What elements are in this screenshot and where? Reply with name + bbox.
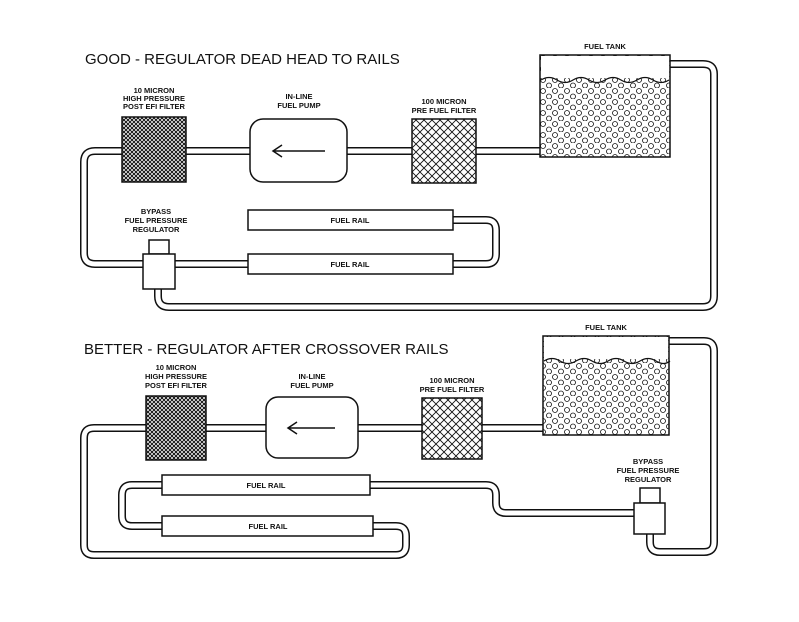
regulator-label-1: BYPASS	[141, 207, 171, 216]
good-regulator: BYPASS FUEL PRESSURE REGULATOR	[125, 207, 188, 290]
rail-label: FUEL RAIL	[248, 522, 287, 531]
post-filter-label-3: POST EFI FILTER	[145, 381, 208, 390]
fuel-tank-headspace	[541, 56, 669, 78]
regulator-body	[142, 253, 176, 290]
good-fuel-rail-bottom: FUEL RAIL	[247, 253, 454, 275]
fuel-tank-headspace	[544, 337, 668, 359]
pre-filter-label-2: PRE FUEL FILTER	[412, 106, 477, 115]
flow-arrow-icon	[271, 144, 325, 158]
diagram-good: GOOD - REGULATOR DEAD HEAD TO RAILS FUEL…	[80, 42, 718, 311]
post-filter-label-1: 10 MICRON	[156, 363, 197, 372]
pump-label-1: IN-LINE	[285, 92, 312, 101]
good-pre-filter: 100 MICRON PRE FUEL FILTER	[411, 97, 477, 184]
regulator-cap	[639, 487, 661, 504]
pre-filter-label-1: 100 MICRON	[421, 97, 466, 106]
diagram-good-title: GOOD - REGULATOR DEAD HEAD TO RAILS	[85, 51, 400, 68]
fuel-tank-label: FUEL TANK	[584, 42, 626, 51]
regulator-label-2: FUEL PRESSURE	[125, 216, 188, 225]
good-fuel-lines	[80, 60, 718, 311]
flow-arrow-icon	[286, 421, 335, 435]
pre-filter-label-2: PRE FUEL FILTER	[420, 385, 485, 394]
regulator-label-2: FUEL PRESSURE	[617, 466, 680, 475]
better-fuel-rail-top: FUEL RAIL	[161, 474, 371, 496]
post-filter-label-1: 10 MICRON	[134, 86, 175, 95]
better-fuel-pump: IN-LINE FUEL PUMP	[265, 372, 359, 459]
good-fuel-rail-top: FUEL RAIL	[247, 209, 454, 231]
pump-label-1: IN-LINE	[298, 372, 325, 381]
better-pre-filter: 100 MICRON PRE FUEL FILTER	[420, 376, 485, 460]
better-fuel-tank: FUEL TANK	[542, 323, 671, 436]
better-fuel-lines	[80, 337, 718, 559]
regulator-label-3: REGULATOR	[625, 475, 672, 484]
fuel-level-wave	[540, 76, 670, 84]
rail-body	[247, 209, 454, 231]
pump-label-2: FUEL PUMP	[290, 381, 333, 390]
better-post-filter: 10 MICRON HIGH PRESSURE POST EFI FILTER	[145, 363, 208, 461]
better-regulator: BYPASS FUEL PRESSURE REGULATOR	[617, 457, 680, 535]
post-filter-label-2: HIGH PRESSURE	[123, 94, 185, 103]
fuel-level-wave	[543, 357, 671, 365]
pump-label-2: FUEL PUMP	[277, 101, 320, 110]
post-filter-label-2: HIGH PRESSURE	[145, 372, 207, 381]
regulator-cap	[148, 239, 170, 255]
good-fuel-pump: IN-LINE FUEL PUMP	[249, 92, 348, 183]
rail-body	[247, 253, 454, 275]
fuel-tank-label: FUEL TANK	[585, 323, 627, 332]
pre-filter-body	[411, 118, 477, 184]
regulator-label-3: REGULATOR	[133, 225, 180, 234]
post-filter-body	[145, 395, 207, 461]
rail-label: FUEL RAIL	[246, 481, 285, 490]
rail-label: FUEL RAIL	[330, 216, 369, 225]
rail-body	[161, 474, 371, 496]
diagram-better: BETTER - REGULATOR AFTER CROSSOVER RAILS…	[80, 323, 718, 559]
post-filter-label-3: POST EFI FILTER	[123, 102, 186, 111]
better-fuel-rail-bottom: FUEL RAIL	[161, 515, 374, 537]
pre-filter-body	[421, 397, 483, 460]
regulator-body	[633, 502, 666, 535]
diagram-better-title: BETTER - REGULATOR AFTER CROSSOVER RAILS	[84, 341, 449, 358]
post-filter-body	[121, 116, 187, 183]
rail-body	[161, 515, 374, 537]
rail-label: FUEL RAIL	[330, 260, 369, 269]
good-post-filter: 10 MICRON HIGH PRESSURE POST EFI FILTER	[121, 86, 187, 183]
good-fuel-tank: FUEL TANK	[539, 42, 671, 158]
regulator-label-1: BYPASS	[633, 457, 663, 466]
pre-filter-label-1: 100 MICRON	[429, 376, 474, 385]
